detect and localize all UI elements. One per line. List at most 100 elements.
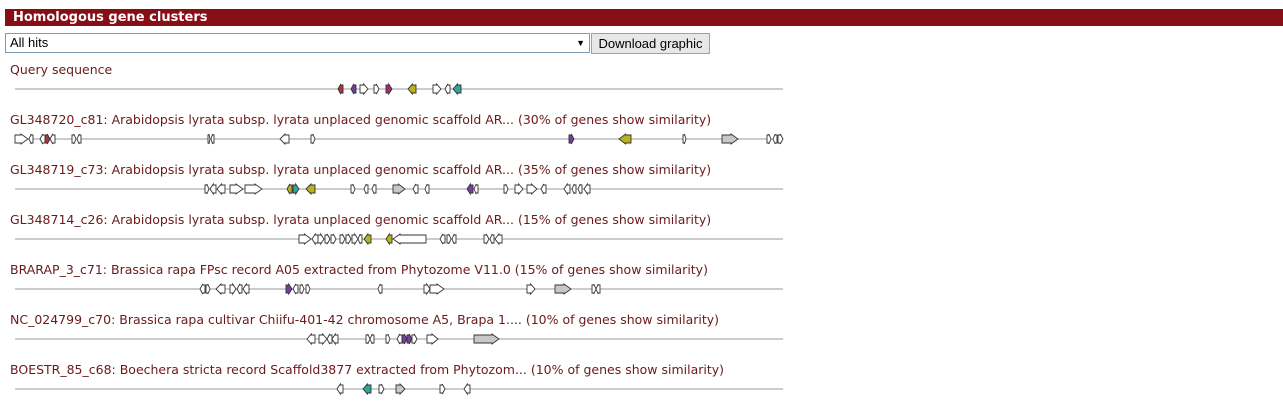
gene-arrow[interactable] <box>305 283 311 295</box>
gene-arrow[interactable] <box>452 82 462 96</box>
gene-arrow[interactable] <box>44 133 51 145</box>
gene-arrow[interactable] <box>777 133 784 145</box>
gene-arrow[interactable] <box>28 133 34 145</box>
gene-arrow[interactable] <box>392 233 427 245</box>
gene-arrow[interactable] <box>310 133 316 145</box>
gene-arrow[interactable] <box>583 182 591 196</box>
gene-arrow[interactable] <box>311 232 319 246</box>
gene-arrow[interactable] <box>385 82 393 96</box>
gene-arrow[interactable] <box>39 133 46 145</box>
gene-arrow[interactable] <box>446 233 452 245</box>
gene-arrow[interactable] <box>305 182 316 196</box>
gene-arrow[interactable] <box>215 282 226 296</box>
gene-arrow[interactable] <box>424 183 430 195</box>
gene-arrow[interactable] <box>229 183 244 195</box>
gene-arrow[interactable] <box>568 133 575 145</box>
gene-arrow[interactable] <box>439 383 446 395</box>
gene-arrow[interactable] <box>432 82 442 96</box>
gene-arrow[interactable] <box>385 333 391 345</box>
gene-arrow[interactable] <box>286 183 293 195</box>
gene-arrow[interactable] <box>439 233 446 245</box>
cluster-label[interactable]: GL348714_c26: Arabidopsis lyrata subsp. … <box>10 212 712 227</box>
gene-arrow[interactable] <box>526 182 538 196</box>
gene-arrow[interactable] <box>324 233 331 245</box>
gene-arrow[interactable] <box>423 282 431 296</box>
gene-arrow[interactable] <box>76 133 82 145</box>
gene-arrow[interactable] <box>49 133 56 145</box>
gene-arrow[interactable] <box>209 182 217 196</box>
gene-arrow[interactable] <box>526 282 536 296</box>
gene-arrow[interactable] <box>345 233 352 245</box>
gene-arrow[interactable] <box>407 82 417 96</box>
gene-arrow[interactable] <box>292 283 299 295</box>
gene-arrow[interactable] <box>350 183 356 195</box>
gene-arrow[interactable] <box>463 382 471 396</box>
gene-arrow[interactable] <box>299 283 305 295</box>
gene-arrow[interactable] <box>216 182 226 196</box>
gene-arrow[interactable] <box>306 332 316 346</box>
gene-arrow[interactable] <box>336 382 344 396</box>
gene-arrow[interactable] <box>326 333 333 345</box>
gene-arrow[interactable] <box>359 82 369 96</box>
gene-arrow[interactable] <box>766 133 772 145</box>
gene-arrow[interactable] <box>318 332 328 346</box>
gene-arrow[interactable] <box>365 333 371 345</box>
gene-arrow[interactable] <box>351 232 359 246</box>
gene-arrow[interactable] <box>371 183 377 195</box>
gene-arrow[interactable] <box>772 133 778 145</box>
gene-arrow[interactable] <box>483 233 490 245</box>
gene-arrow[interactable] <box>378 383 385 395</box>
gene-arrow[interactable] <box>369 333 375 345</box>
gene-arrow[interactable] <box>292 182 300 196</box>
gene-arrow[interactable] <box>14 133 29 145</box>
gene-arrow[interactable] <box>444 83 451 95</box>
cluster-label[interactable]: NC_024799_c70: Brassica rapa cultivar Ch… <box>10 312 720 327</box>
cluster-label[interactable]: GL348719_c73: Arabidopsis lyrata subsp. … <box>10 162 712 177</box>
gene-arrow[interactable] <box>563 182 571 196</box>
gene-arrow[interactable] <box>473 183 479 195</box>
gene-arrow[interactable] <box>503 183 509 195</box>
gene-arrow[interactable] <box>406 333 413 345</box>
gene-arrow[interactable] <box>466 182 474 196</box>
gene-arrow[interactable] <box>396 333 403 345</box>
gene-arrow[interactable] <box>363 232 372 246</box>
gene-arrow[interactable] <box>244 183 263 195</box>
gene-arrow[interactable] <box>204 183 210 195</box>
gene-arrow[interactable] <box>229 282 237 296</box>
gene-arrow[interactable] <box>373 83 380 95</box>
gene-arrow[interactable] <box>357 233 363 245</box>
gene-arrow[interactable] <box>426 333 439 345</box>
gene-arrow[interactable] <box>362 382 372 396</box>
gene-arrow[interactable] <box>205 283 211 295</box>
gene-arrow[interactable] <box>350 83 357 95</box>
gene-arrow[interactable] <box>242 282 250 296</box>
gene-arrow[interactable] <box>236 283 243 295</box>
gene-arrow[interactable] <box>473 333 500 345</box>
gene-arrow[interactable] <box>595 283 601 295</box>
gene-arrow[interactable] <box>337 83 344 95</box>
cluster-label[interactable]: BRARAP_3_c71: Brassica rapa FPsc record … <box>10 262 708 277</box>
gene-arrow[interactable] <box>317 232 325 246</box>
gene-arrow[interactable] <box>571 183 577 195</box>
gene-arrow[interactable] <box>285 282 293 296</box>
gene-arrow[interactable] <box>377 283 383 295</box>
gene-arrow[interactable] <box>721 133 739 145</box>
gene-arrow[interactable] <box>429 283 445 295</box>
gene-arrow[interactable] <box>199 283 206 295</box>
gene-arrow[interactable] <box>339 233 346 245</box>
cluster-label[interactable]: BOESTR_85_c68: Boechera stricta record S… <box>10 362 725 377</box>
gene-arrow[interactable] <box>489 233 495 245</box>
gene-arrow[interactable] <box>385 232 393 246</box>
gene-arrow[interactable] <box>451 233 457 245</box>
gene-arrow[interactable] <box>395 382 406 396</box>
cluster-label[interactable]: GL348720_c81: Arabidopsis lyrata subsp. … <box>10 112 712 127</box>
gene-arrow[interactable] <box>411 333 418 345</box>
gene-arrow[interactable] <box>71 133 77 145</box>
gene-arrow[interactable] <box>412 183 419 195</box>
gene-arrow[interactable] <box>363 183 369 195</box>
gene-arrow[interactable] <box>210 133 215 145</box>
gene-arrow[interactable] <box>330 233 337 245</box>
gene-arrow[interactable] <box>618 133 632 145</box>
gene-arrow[interactable] <box>494 232 503 246</box>
gene-arrow[interactable] <box>554 283 572 295</box>
